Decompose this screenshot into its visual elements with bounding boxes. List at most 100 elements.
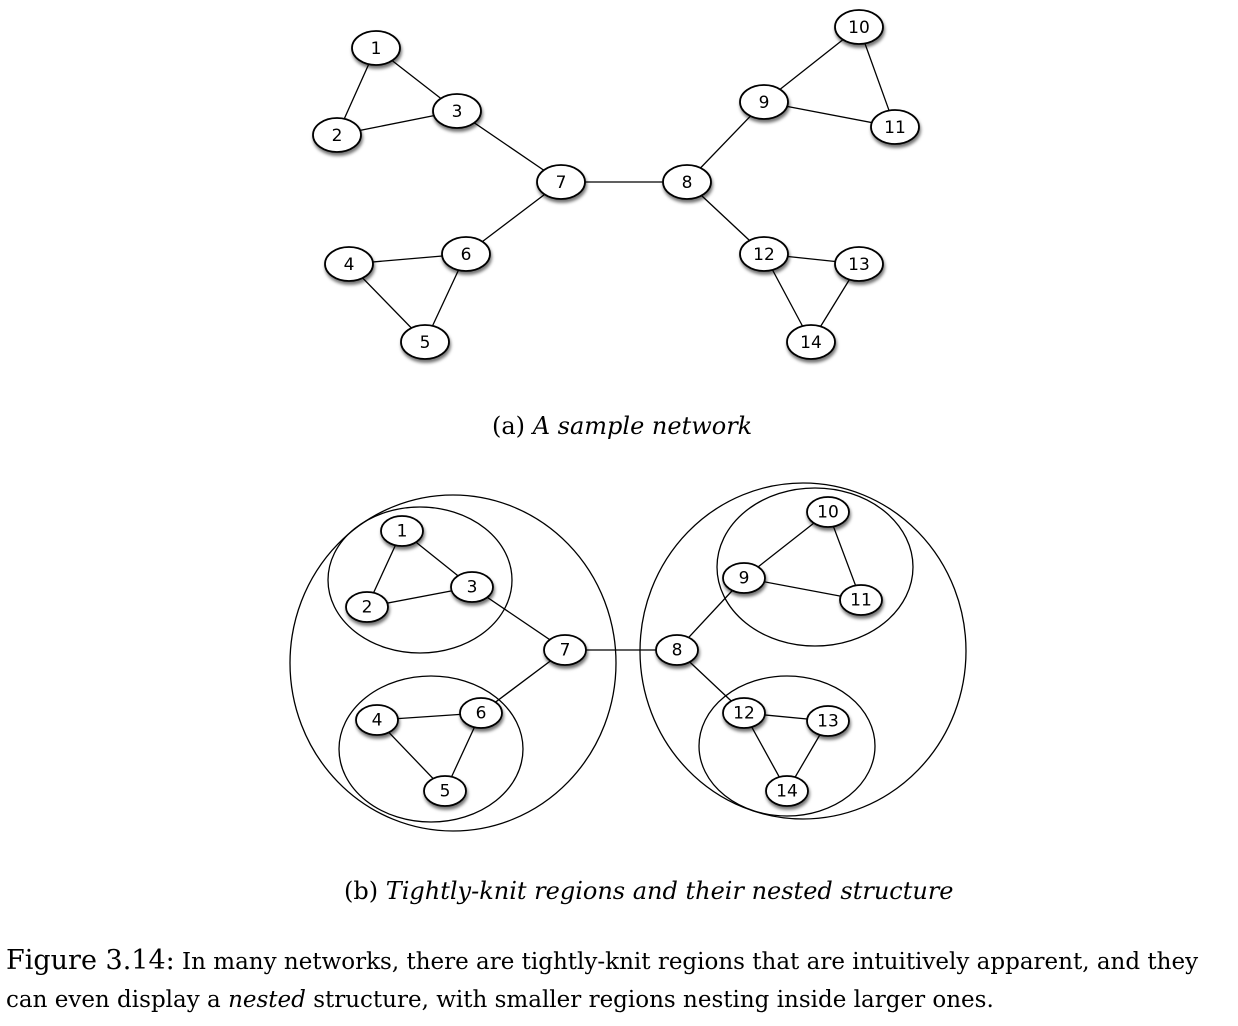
panel-b-node-13: 13: [806, 705, 850, 737]
panel-b-node-4: 4: [355, 704, 399, 736]
panel-a-node-label-4: 4: [344, 255, 355, 275]
panel-a-node-label-2: 2: [332, 126, 343, 146]
panel-a-caption-label: (a): [492, 412, 526, 440]
panel-b-caption-label: (b): [344, 877, 379, 905]
panel-a-node-label-7: 7: [556, 173, 567, 193]
panel-a-node-label-10: 10: [848, 18, 870, 38]
panel-b-node-shape-7: [543, 634, 587, 666]
panel-b-node-label-6: 6: [476, 703, 487, 723]
panel-b-node-12: 12: [722, 697, 766, 729]
panel-b-inner-region-1-2-3: [327, 506, 513, 654]
panel-a-caption: (a) A sample network: [492, 412, 752, 440]
panel-a-node-7: 7: [536, 164, 586, 200]
panel-a-node-9: 9: [739, 84, 789, 120]
panel-a-node-label-14: 14: [800, 333, 822, 353]
panel-b-inner-region-4-5-6: [338, 675, 524, 823]
panel-a-node-5: 5: [400, 324, 450, 360]
panel-a-node-label-1: 1: [371, 39, 382, 59]
panel-b-node-label-9: 9: [739, 568, 750, 588]
panel-b-node-label-11: 11: [850, 590, 872, 610]
panel-b-node-label-7: 7: [560, 640, 571, 660]
panel-a-edges: [336, 26, 896, 343]
panel-b-node-3: 3: [450, 571, 494, 603]
panel-a-node-shape-5: [400, 324, 450, 360]
panel-b-node-shape-13: [806, 705, 850, 737]
panel-b-node-label-5: 5: [440, 781, 451, 801]
panel-a-node-shape-3: [432, 93, 482, 129]
panel-a-node-label-3: 3: [452, 102, 463, 122]
panel-a-node-shape-6: [441, 236, 491, 272]
panel-b-regions: [289, 482, 967, 832]
panel-a-node-shape-11: [870, 109, 920, 145]
panel-a-node-3: 3: [432, 93, 482, 129]
panel-b-outer-region-1-2-3-4-5-6-7: [289, 494, 617, 832]
panel-b-node-shape-8: [655, 634, 699, 666]
figure-caption: Figure 3.14: In many networks, there are…: [6, 942, 1234, 1019]
panel-a-node-shape-13: [834, 246, 884, 282]
figure-caption-emphasis: nested: [228, 987, 306, 1013]
panel-b-node-shape-3: [450, 571, 494, 603]
panel-b-node-label-10: 10: [817, 502, 839, 522]
panel-a-node-label-6: 6: [461, 245, 472, 265]
panel-a-node-shape-9: [739, 84, 789, 120]
panel-b-node-label-8: 8: [672, 640, 683, 660]
panel-a-node-1: 1: [351, 30, 401, 66]
panel-a-node-shape-7: [536, 164, 586, 200]
panel-b-node-label-2: 2: [362, 597, 373, 617]
panel-a-node-shape-8: [662, 164, 712, 200]
panel-a-node-shape-14: [786, 324, 836, 360]
panel-b-node-9: 9: [722, 562, 766, 594]
panel-a-caption-text: A sample network: [532, 412, 753, 440]
panel-b-node-shape-5: [423, 775, 467, 807]
panel-a-node-label-5: 5: [420, 333, 431, 353]
panel-a-node-6: 6: [441, 236, 491, 272]
panel-b-node-8: 8: [655, 634, 699, 666]
panel-a-node-shape-10: [834, 9, 884, 45]
panel-a-node-label-9: 9: [759, 93, 770, 113]
panel-b-node-shape-10: [806, 496, 850, 528]
figure-caption-text-2: structure, with smaller regions nesting …: [313, 987, 994, 1013]
panel-b-node-shape-1: [380, 515, 424, 547]
panel-a-node-shape-4: [324, 246, 374, 282]
panel-b-node-shape-14: [765, 775, 809, 807]
panel-b-node-shape-4: [355, 704, 399, 736]
panel-a-node-10: 10: [834, 9, 884, 45]
panel-b-inner-region-9-10-11: [716, 487, 914, 647]
panel-b-node-label-14: 14: [776, 781, 798, 801]
panel-b-node-label-4: 4: [372, 710, 383, 730]
panel-b-caption-text: Tightly-knit regions and their nested st…: [385, 877, 954, 905]
panel-b-node-label-1: 1: [397, 521, 408, 541]
panel-a-node-label-12: 12: [753, 245, 775, 265]
panel-b-node-label-13: 13: [817, 711, 839, 731]
panel-b-node-shape-6: [459, 697, 503, 729]
figure-caption-text-1: In many networks, there are tightly-knit…: [6, 949, 1199, 1013]
panel-a-node-shape-2: [312, 117, 362, 153]
panel-a-node-shape-12: [739, 236, 789, 272]
panel-a-node-shape-1: [351, 30, 401, 66]
panel-b-node-shape-2: [345, 591, 389, 623]
panel-b-outer-region-8-9-10-11-12-13-14: [639, 482, 967, 820]
panel-b-node-6: 6: [459, 697, 503, 729]
panel-b-node-14: 14: [765, 775, 809, 807]
panel-b-node-shape-11: [839, 584, 883, 616]
panel-a-node-14: 14: [786, 324, 836, 360]
panel-b-node-11: 11: [839, 584, 883, 616]
panel-a-node-label-8: 8: [682, 173, 693, 193]
panel-b-node-1: 1: [380, 515, 424, 547]
panel-a-node-2: 2: [312, 117, 362, 153]
panel-b-node-7: 7: [543, 634, 587, 666]
panel-a-node-label-11: 11: [884, 118, 906, 138]
panel-a-node-12: 12: [739, 236, 789, 272]
panel-b-node-5: 5: [423, 775, 467, 807]
panel-a-node-11: 11: [870, 109, 920, 145]
figure-caption-label: Figure 3.14:: [6, 945, 175, 976]
panel-a-node-label-13: 13: [848, 255, 870, 275]
panel-b-inner-region-12-13-14: [698, 675, 876, 817]
panel-a-node-8: 8: [662, 164, 712, 200]
panel-b-node-label-12: 12: [733, 703, 755, 723]
